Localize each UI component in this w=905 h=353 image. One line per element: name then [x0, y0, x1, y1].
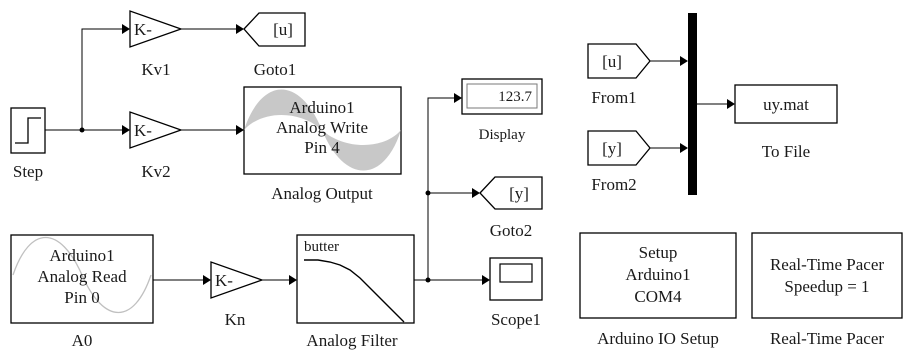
wire-to-display [427, 97, 454, 280]
kv1-gain-value: K- [134, 20, 152, 39]
goto2-label: Goto2 [490, 221, 533, 240]
real-time-pacer-block[interactable]: Real-Time Pacer Speedup = 1 Real-Time Pa… [751, 232, 903, 348]
sine-wave-icon [244, 89, 401, 171]
mux-block[interactable] [688, 13, 697, 195]
arduino-io-setup-block[interactable]: Setup Arduino1 COM4 Arduino IO Setup [579, 232, 737, 348]
scope-screen-icon [499, 263, 533, 283]
step-block[interactable]: Step [10, 107, 46, 181]
signal-lines [45, 24, 735, 285]
filter-response-icon [304, 259, 405, 323]
arrow-display-in [454, 93, 462, 103]
scope1-label: Scope1 [491, 310, 541, 329]
kv2-gain-block[interactable]: K- Kv2 [129, 111, 183, 181]
aout-line1: Arduino1 [289, 98, 354, 117]
from2-tag: [y] [602, 139, 622, 158]
to-file-block[interactable]: uy.mat To File [734, 84, 838, 161]
pacer-line2: Speedup = 1 [784, 277, 869, 296]
setup-line3: COM4 [634, 287, 682, 306]
setup-line2: Arduino1 [625, 265, 690, 284]
a0-line2: Analog Read [37, 267, 127, 286]
analog-output-block[interactable]: Arduino1 Analog Write Pin 4 Analog Outpu… [243, 86, 402, 203]
arrow-filter-in [289, 275, 297, 285]
step-label: Step [13, 162, 43, 181]
analog-filter-label: Analog Filter [306, 331, 397, 350]
goto2-tag: [y] [509, 184, 529, 203]
from2-block[interactable]: [y] From2 [587, 130, 651, 194]
kv1-gain-block[interactable]: K- Kv1 [129, 10, 183, 79]
kn-gain-block[interactable]: K- Kn [210, 261, 264, 329]
arrow-tofile-in [727, 99, 735, 109]
from1-block[interactable]: [u] From1 [587, 43, 651, 107]
pacer-line1: Real-Time Pacer [770, 255, 884, 274]
arrow-kv1-in [122, 24, 130, 34]
arrow-kn-in [203, 275, 211, 285]
a0-analog-read-block[interactable]: Arduino1 Analog Read Pin 0 A0 [10, 234, 154, 350]
arrow-scope-in [482, 275, 490, 285]
scope1-block[interactable]: Scope1 [489, 257, 543, 329]
goto2-block[interactable]: [y] Goto2 [479, 176, 543, 240]
kn-gain-value: K- [215, 271, 233, 290]
arduino-io-setup-label: Arduino IO Setup [597, 329, 719, 348]
display-value: 123.7 [498, 89, 532, 105]
to-file-filename: uy.mat [763, 95, 809, 114]
display-block[interactable]: 123.7 Display [461, 78, 543, 143]
kn-label: Kn [225, 310, 246, 329]
aout-line3: Pin 4 [304, 138, 340, 157]
sine-wave-icon [12, 236, 152, 314]
arrow-goto2-in [472, 188, 480, 198]
display-label: Display [479, 127, 526, 143]
goto1-tag: [u] [273, 20, 293, 39]
arrow-goto1-in [236, 24, 244, 34]
setup-line1: Setup [639, 243, 678, 262]
from2-label: From2 [591, 175, 636, 194]
arrow-mux-in2 [680, 143, 688, 153]
to-file-label: To File [762, 142, 810, 161]
aout-line2: Analog Write [276, 118, 368, 137]
a0-label: A0 [72, 331, 93, 350]
step-icon [15, 117, 41, 144]
arrow-mux-in1 [680, 56, 688, 66]
arrow-aout-in [236, 125, 244, 135]
analog-output-label: Analog Output [271, 184, 373, 203]
kv2-label: Kv2 [141, 162, 170, 181]
real-time-pacer-label: Real-Time Pacer [770, 329, 884, 348]
arrow-kv2-in [122, 125, 130, 135]
from1-label: From1 [591, 88, 636, 107]
kv2-gain-value: K- [134, 121, 152, 140]
a0-line1: Arduino1 [49, 246, 114, 265]
filter-type: butter [304, 239, 339, 255]
kv1-label: Kv1 [141, 60, 170, 79]
a0-line3: Pin 0 [64, 288, 99, 307]
wire-to-kv1 [81, 28, 122, 130]
analog-filter-block[interactable]: butter Analog Filter [296, 234, 415, 350]
from1-tag: [u] [602, 52, 622, 71]
goto1-label: Goto1 [254, 60, 297, 79]
goto1-block[interactable]: [u] Goto1 [243, 12, 306, 79]
